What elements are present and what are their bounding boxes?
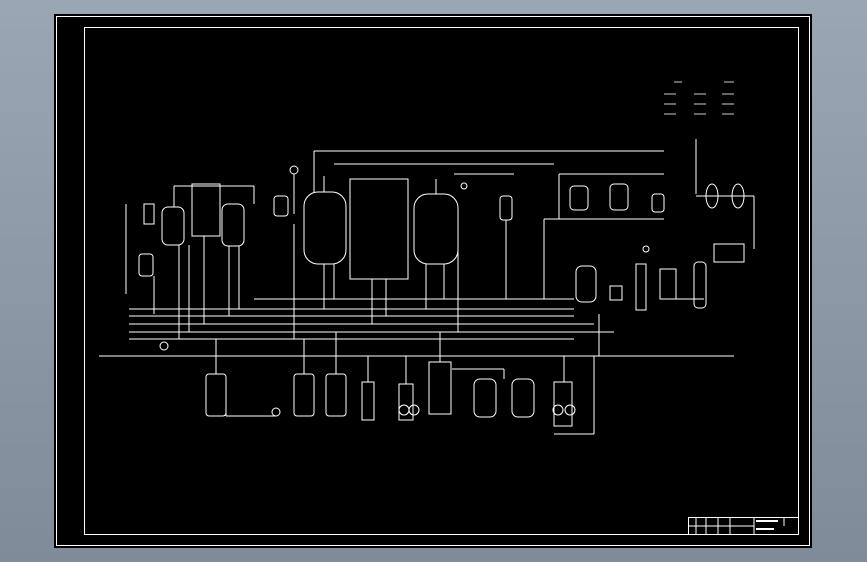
bottom-vessels [205,332,595,435]
main-headers [99,150,734,357]
left-tanks [125,165,299,339]
inner-border [84,27,799,535]
process-flow-diagram [56,16,810,546]
drawing-sheet [54,14,812,548]
outer-border [56,16,810,546]
central-reactors [293,151,513,339]
legend [664,81,734,115]
title-block [688,517,799,535]
right-top-tanks [543,139,755,356]
